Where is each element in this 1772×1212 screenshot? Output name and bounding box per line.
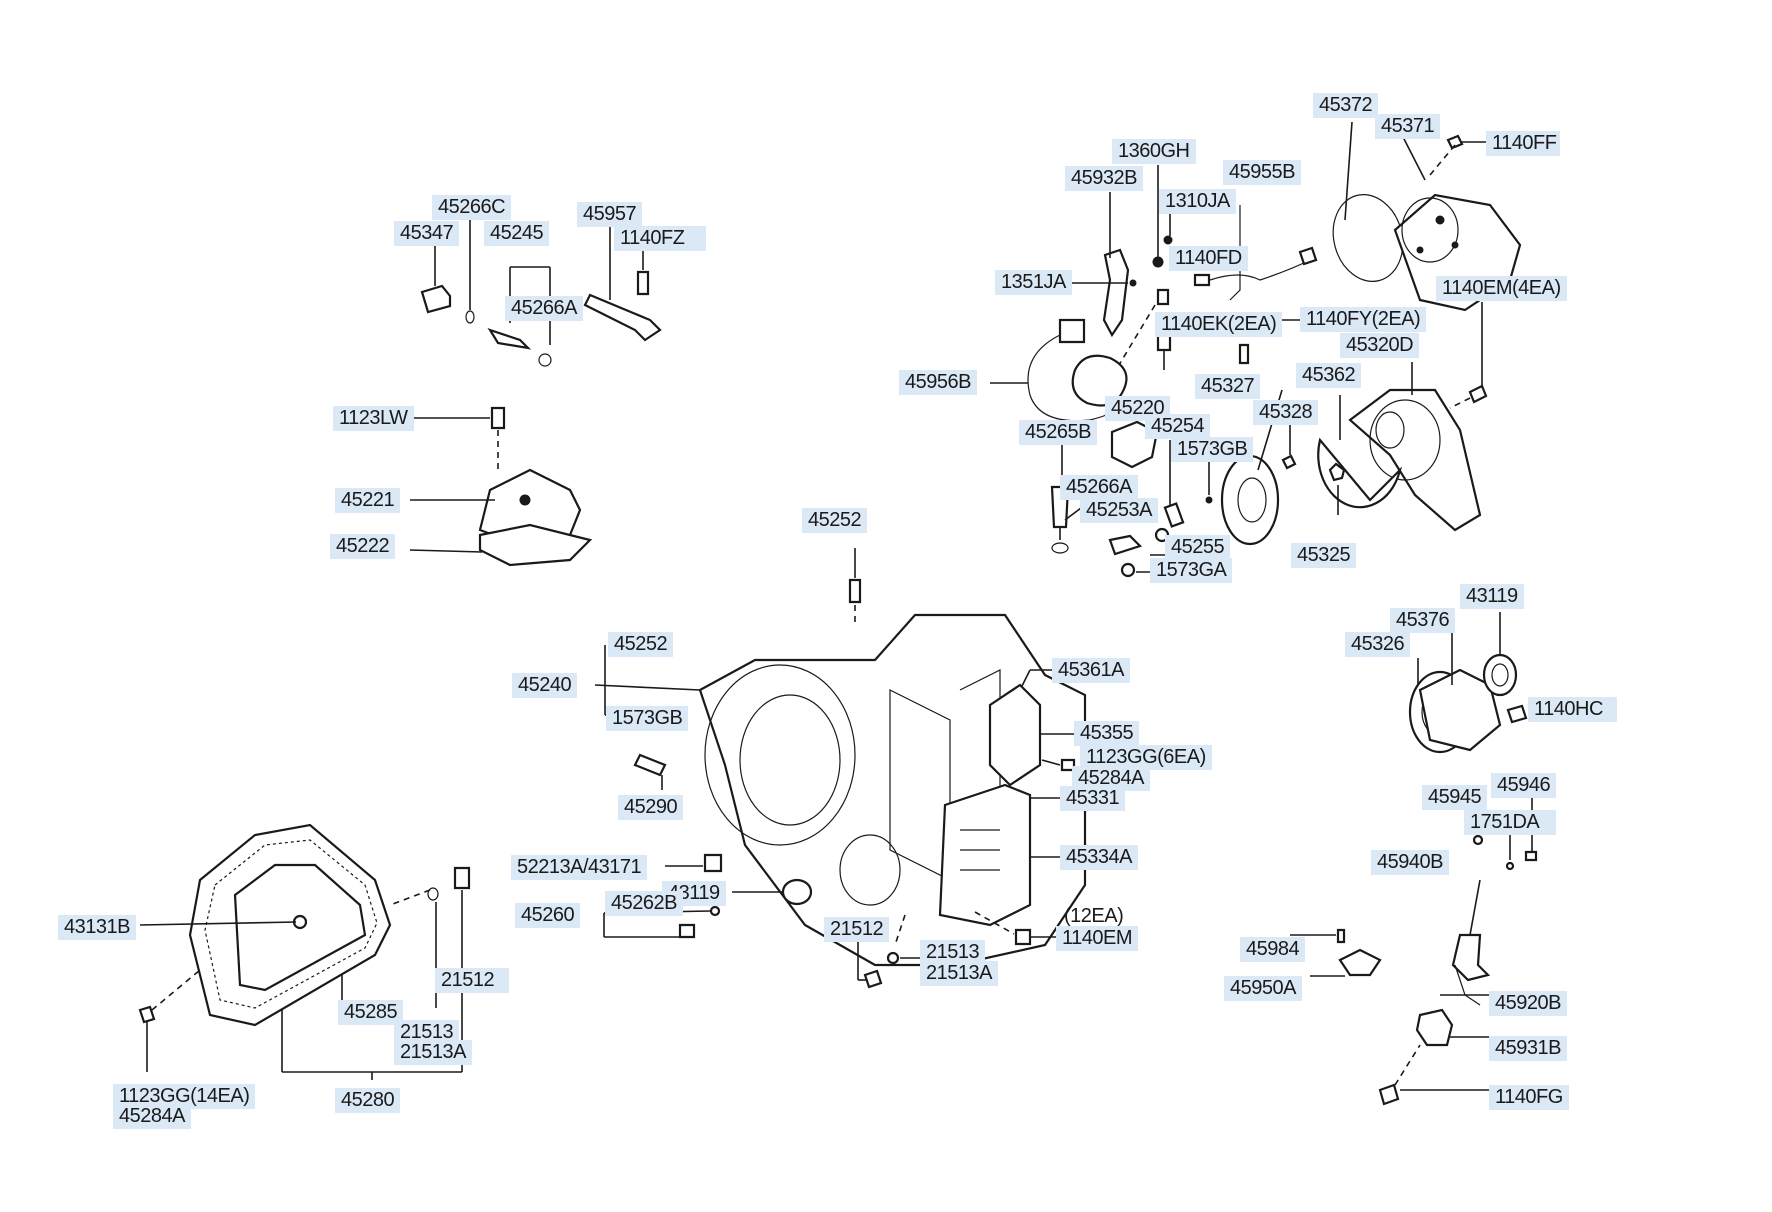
oil-pan-45280 [138, 823, 471, 1080]
label-45245[interactable]: 45245 [484, 221, 550, 246]
label-45252-a[interactable]: 45252 [802, 508, 868, 533]
label-43119-a[interactable]: 43119 [1460, 584, 1524, 609]
label-1123GG-6EA[interactable]: 1123GG(6EA) [1080, 745, 1212, 770]
label-45355[interactable]: 45355 [1074, 721, 1140, 746]
label-1140EM-4EA[interactable]: 1140EM(4EA) [1436, 276, 1567, 301]
label-21512-a[interactable]: 21512 [824, 917, 890, 942]
transaxle-mount [409, 406, 593, 567]
label-45280[interactable]: 45280 [335, 1088, 401, 1113]
label-45284A-b[interactable]: 45284A [113, 1104, 191, 1129]
label-1573GB-b[interactable]: 1573GB [606, 706, 689, 731]
label-45220[interactable]: 45220 [1105, 396, 1171, 421]
end-cover-45320D [1348, 302, 1488, 532]
label-1751DA[interactable]: 1751DA [1464, 810, 1556, 835]
label-45266C[interactable]: 45266C [432, 195, 512, 220]
label-45254[interactable]: 45254 [1145, 414, 1211, 439]
label-45371[interactable]: 45371 [1375, 114, 1441, 139]
label-45945[interactable]: 45945 [1422, 785, 1488, 810]
label-1140FY[interactable]: 1140FY(2EA) [1300, 307, 1427, 332]
oil-seal-group [1220, 389, 1402, 546]
label-1140FF[interactable]: 1140FF [1486, 131, 1560, 156]
label-1310JA[interactable]: 1310JA [1159, 189, 1236, 214]
label-45920B[interactable]: 45920B [1489, 991, 1567, 1016]
label-1351JA[interactable]: 1351JA [995, 270, 1072, 295]
plug-group [603, 853, 930, 989]
label-12EA[interactable]: (12EA) [1064, 905, 1124, 927]
label-45950A[interactable]: 45950A [1224, 976, 1302, 1001]
label-1140EM-12EA[interactable]: 1140EM [1056, 926, 1139, 951]
label-45285[interactable]: 45285 [338, 1000, 404, 1025]
label-45252-b[interactable]: 45252 [608, 632, 674, 657]
label-52213A-43171[interactable]: 52213A/43171 [511, 855, 648, 880]
label-45328[interactable]: 45328 [1253, 400, 1319, 425]
label-45325[interactable]: 45325 [1291, 543, 1357, 568]
label-45956B[interactable]: 45956B [899, 370, 977, 395]
pulse-generator-45956B [990, 318, 1128, 422]
detent-group [1108, 420, 1213, 578]
label-45327[interactable]: 45327 [1195, 374, 1261, 399]
label-1123LW[interactable]: 1123LW [333, 406, 414, 431]
housing-leaders [594, 645, 1085, 946]
label-1140FG[interactable]: 1140FG [1489, 1085, 1569, 1110]
label-45376[interactable]: 45376 [1390, 608, 1456, 633]
label-45326[interactable]: 45326 [1345, 632, 1411, 657]
label-1140FD[interactable]: 1140FD [1169, 246, 1248, 271]
label-1140FZ[interactable]: 1140FZ [614, 226, 706, 251]
label-1140HC[interactable]: 1140HC [1528, 697, 1617, 722]
label-45266A-a[interactable]: 45266A [505, 296, 583, 321]
label-45331[interactable]: 45331 [1060, 786, 1126, 811]
label-45253A[interactable]: 45253A [1080, 498, 1158, 523]
speed-sensor-harness [1068, 165, 1318, 381]
label-1573GB-a[interactable]: 1573GB [1171, 437, 1254, 462]
label-21513-a[interactable]: 21513 [920, 940, 986, 965]
label-45347[interactable]: 45347 [394, 221, 460, 246]
label-45984[interactable]: 45984 [1240, 937, 1306, 962]
label-45320D[interactable]: 45320D [1340, 333, 1420, 358]
label-45362[interactable]: 45362 [1296, 363, 1362, 388]
label-45940B[interactable]: 45940B [1371, 850, 1449, 875]
label-45931B[interactable]: 45931B [1489, 1036, 1567, 1061]
label-45222[interactable]: 45222 [330, 534, 396, 559]
label-45334A[interactable]: 45334A [1060, 845, 1138, 870]
select-lever-group [1290, 790, 1538, 1106]
label-45265B[interactable]: 45265B [1019, 420, 1097, 445]
label-45957[interactable]: 45957 [577, 202, 643, 227]
label-1573GA[interactable]: 1573GA [1150, 558, 1233, 583]
label-45290[interactable]: 45290 [618, 795, 684, 820]
label-45221[interactable]: 45221 [335, 488, 401, 513]
label-1140EK[interactable]: 1140EK(2EA) [1155, 312, 1283, 337]
label-21513A-b[interactable]: 21513A [394, 1040, 472, 1065]
label-1360GH[interactable]: 1360GH [1112, 139, 1196, 164]
label-43131B[interactable]: 43131B [58, 915, 136, 940]
label-45262B[interactable]: 45262B [605, 891, 683, 916]
label-45255[interactable]: 45255 [1165, 535, 1231, 560]
label-45946[interactable]: 45946 [1491, 773, 1557, 798]
label-45932B[interactable]: 45932B [1065, 166, 1143, 191]
label-45361A[interactable]: 45361A [1052, 658, 1130, 683]
label-45372[interactable]: 45372 [1313, 93, 1379, 118]
label-45266A-b[interactable]: 45266A [1060, 475, 1138, 500]
label-45260[interactable]: 45260 [515, 903, 581, 928]
label-45955B[interactable]: 45955B [1223, 160, 1301, 185]
shift-lever-group [420, 220, 662, 367]
label-21512-b[interactable]: 21512 [435, 968, 509, 993]
label-45240[interactable]: 45240 [512, 673, 578, 698]
label-21513A-a[interactable]: 21513A [920, 961, 998, 986]
oil-pump-cover [1408, 612, 1555, 754]
